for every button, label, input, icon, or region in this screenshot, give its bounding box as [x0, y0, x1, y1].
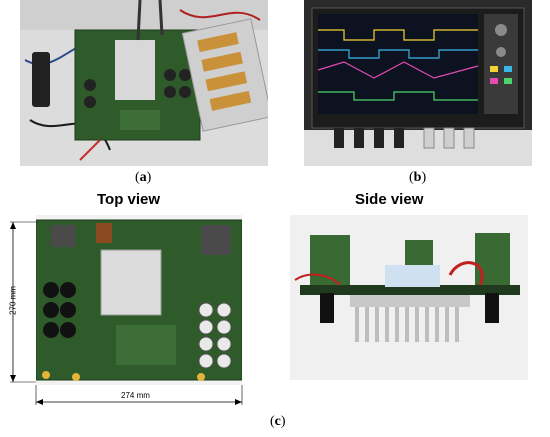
height-dimension-label: 270 mm [8, 286, 18, 315]
caption-b: (b) [409, 170, 427, 185]
top-view-title: Top view [97, 191, 161, 208]
caption-a: (a) [135, 170, 152, 185]
photo-lab-bench-setup [20, 0, 268, 166]
side-view-title: Side view [355, 191, 424, 208]
caption-c: (c) [270, 414, 286, 429]
photo-oscilloscope [304, 0, 532, 166]
photo-top-view-board [36, 215, 242, 385]
photo-side-view-board [290, 215, 528, 380]
width-dimension-label: 274 mm [121, 391, 150, 400]
